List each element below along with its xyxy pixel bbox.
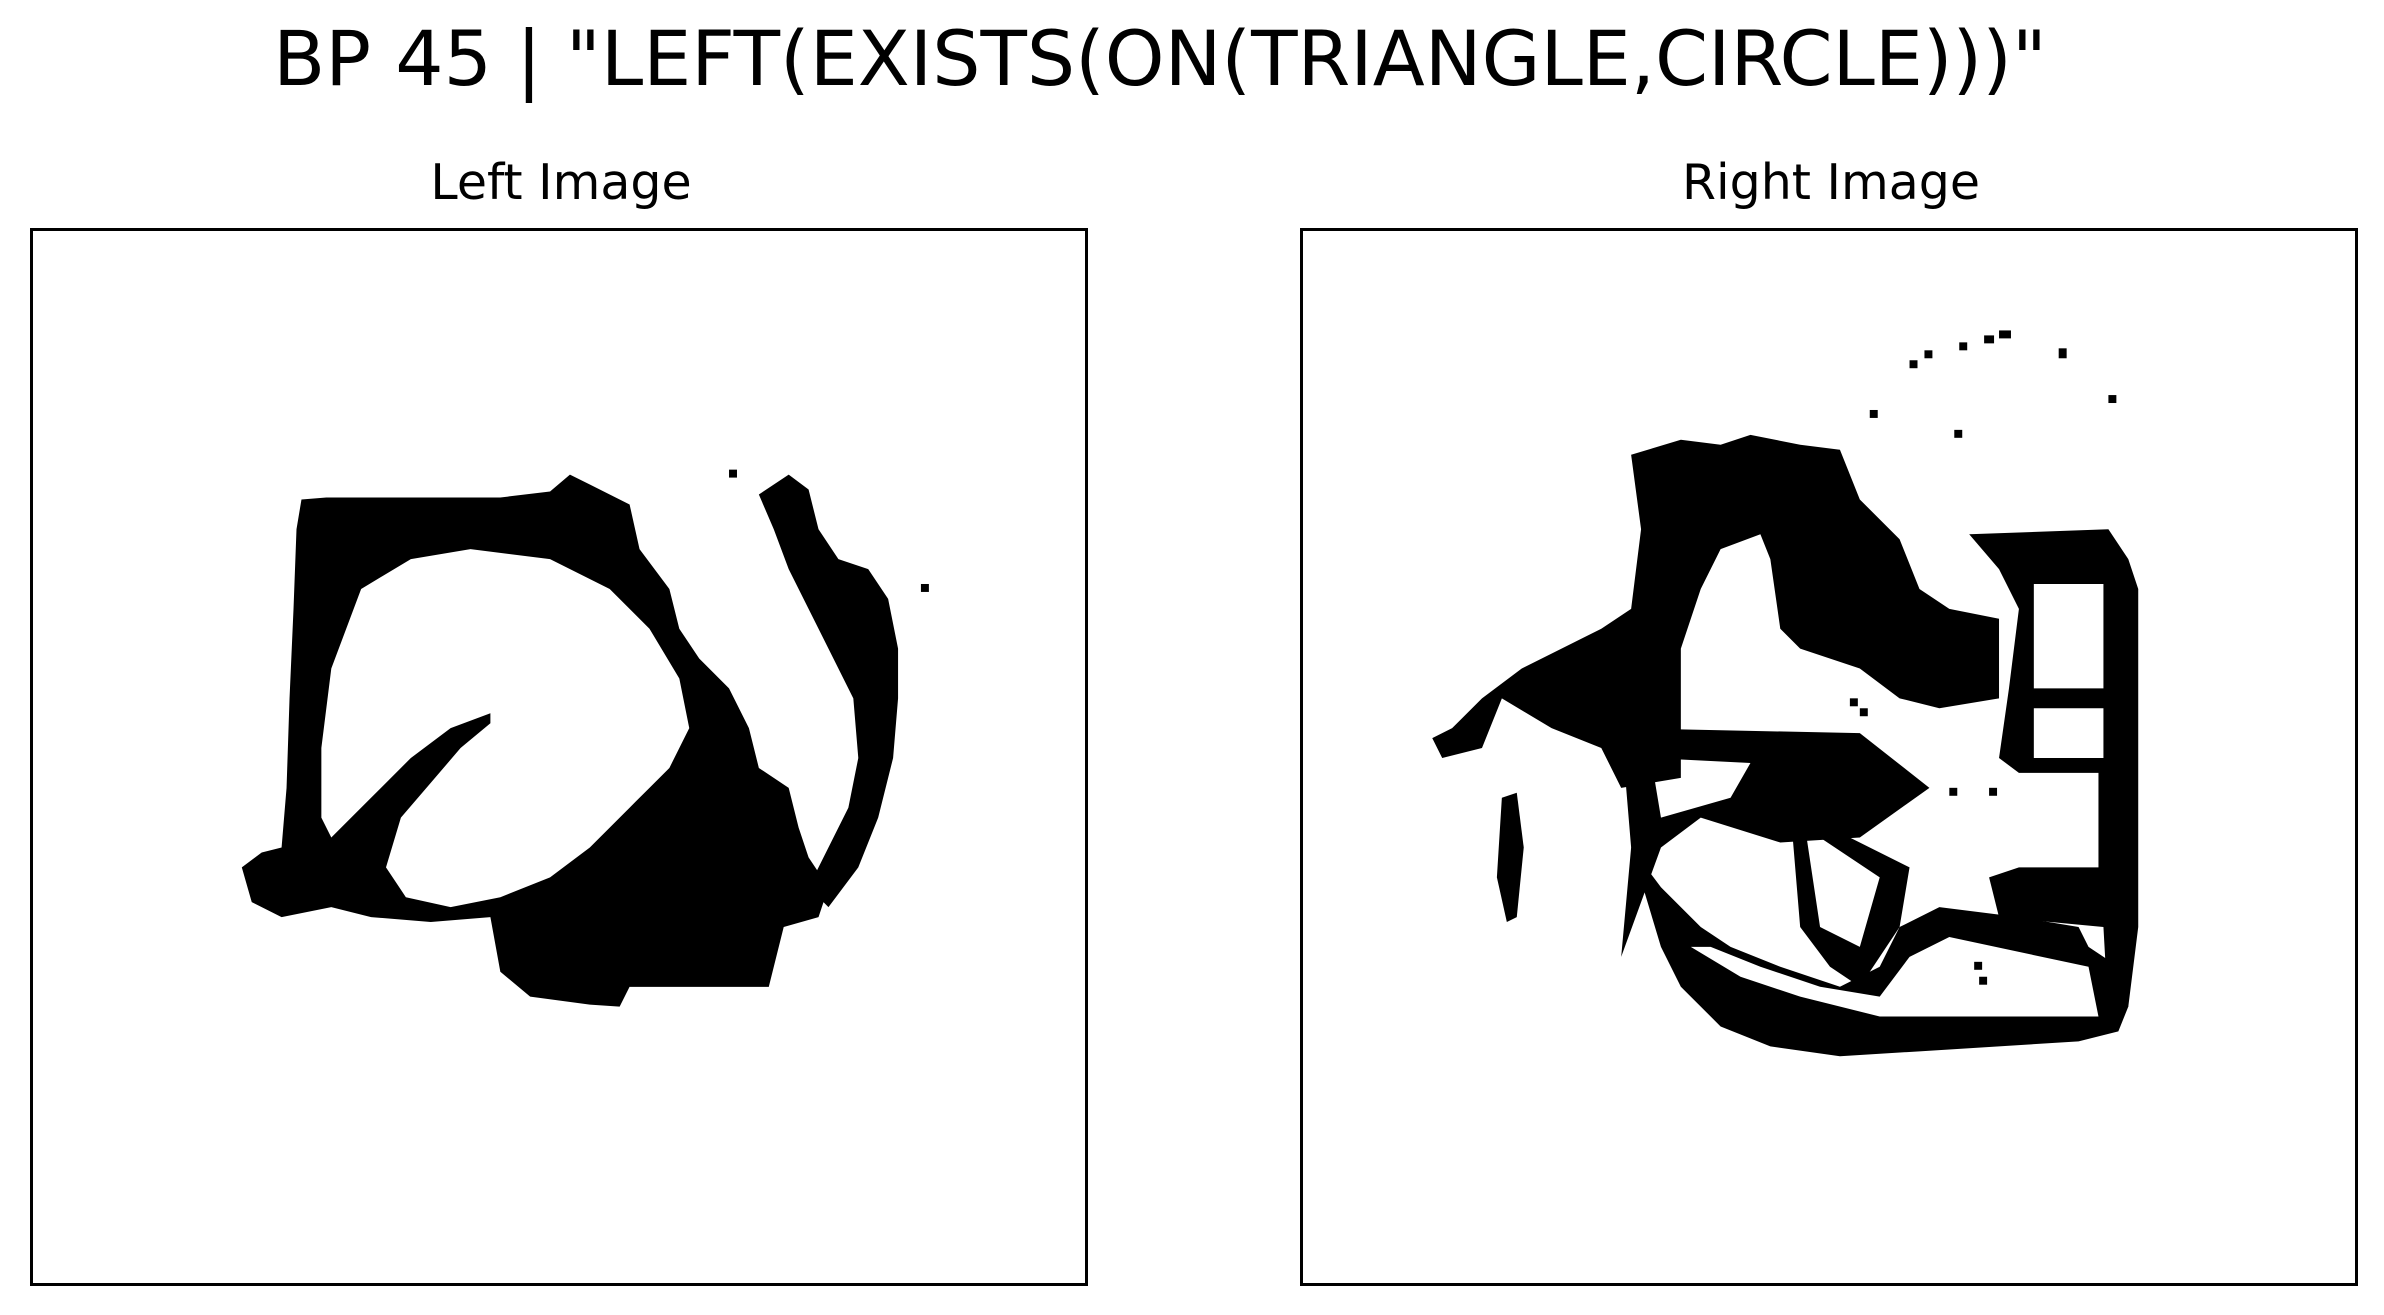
right-noise-specks <box>1651 330 2117 985</box>
right-blob-shape <box>1432 434 2000 788</box>
right-noise-speck <box>1924 350 1933 359</box>
right-noise-speck <box>1989 787 1998 796</box>
figure-title: BP 45 | "LEFT(EXISTS(ON(TRIANGLE,CIRCLE)… <box>273 14 2047 103</box>
right-lower-shape <box>1631 847 2129 1057</box>
right-panel-title: Right Image <box>1681 154 1981 211</box>
left-noise-speck <box>729 469 737 478</box>
right-noise-speck <box>1909 360 1918 369</box>
left-noise-speck <box>920 583 929 592</box>
left-noise-speck <box>644 827 655 838</box>
right-left-stroke-shape <box>1496 792 1524 923</box>
left-square-shape <box>241 474 829 1007</box>
left-image-panel <box>30 228 1088 1286</box>
right-noise-speck <box>1974 961 1983 970</box>
right-noise-speck <box>1954 429 1963 438</box>
right-image-panel <box>1300 228 2358 1286</box>
right-noise-speck <box>1899 787 1908 796</box>
right-image-drawing <box>1432 330 2139 1057</box>
left-image-drawing <box>241 469 929 1007</box>
right-noise-speck <box>1979 976 1988 985</box>
right-noise-speck <box>1849 698 1858 707</box>
right-noise-speck <box>1959 342 1968 351</box>
left-panel-title: Left Image <box>430 154 692 211</box>
right-triangle-shape <box>1621 728 1930 957</box>
right-noise-speck <box>1869 409 1878 418</box>
right-noise-speck <box>1651 479 1659 488</box>
right-noise-speck <box>1999 330 2011 339</box>
left-arc-shape <box>758 474 899 908</box>
right-noise-speck <box>2058 348 2067 359</box>
right-noise-speck <box>2108 395 2117 404</box>
right-noise-speck <box>1984 335 1995 344</box>
right-noise-speck <box>1859 708 1868 717</box>
left-triangle-shape <box>629 887 769 987</box>
right-noise-speck <box>1949 787 1958 796</box>
